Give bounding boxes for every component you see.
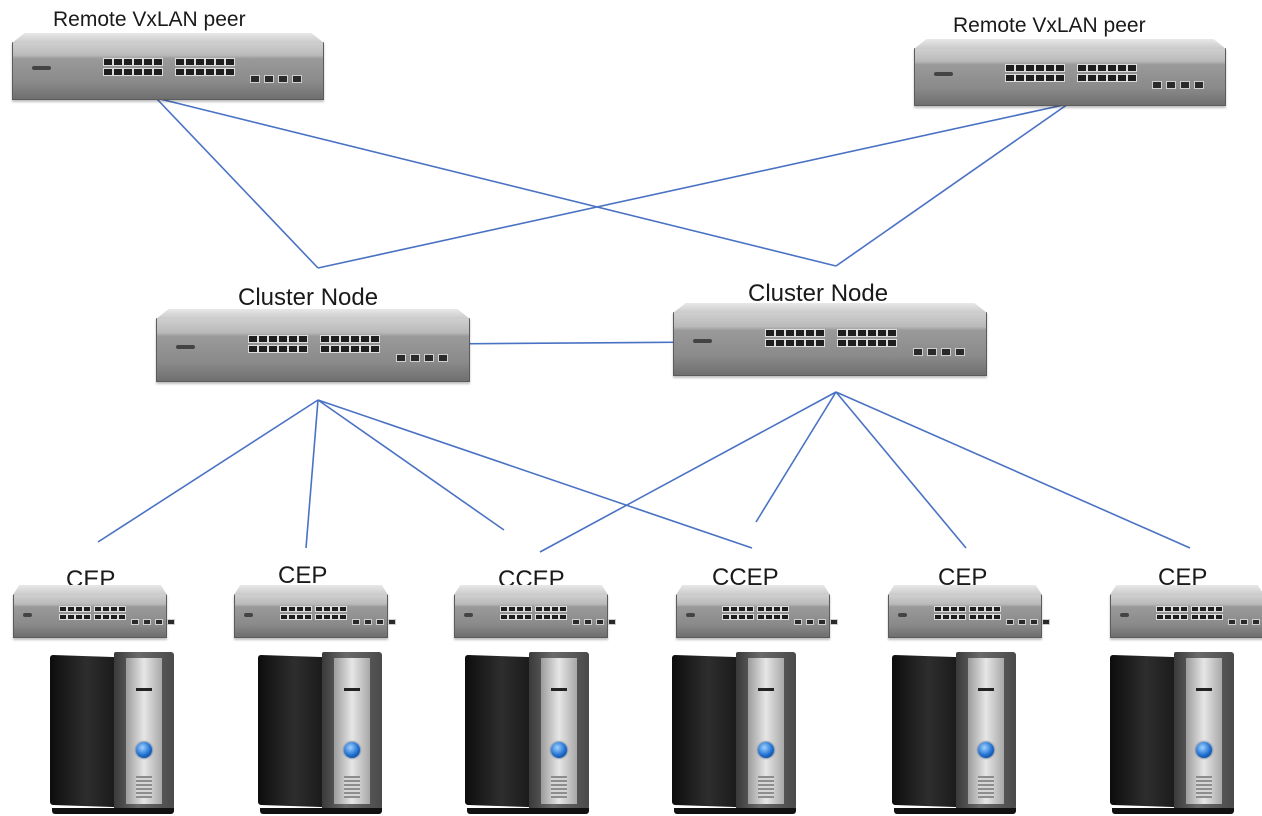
power-button-icon	[1196, 742, 1212, 758]
server-tower-3[interactable]	[465, 652, 591, 814]
link-remote-left-cluster-right	[155, 97, 837, 267]
remote-peer-switch-left[interactable]	[12, 33, 324, 100]
link-cluster-left-edge-1	[97, 399, 319, 543]
server-tower-2[interactable]	[258, 652, 384, 814]
cluster-node-label-right: Cluster Node	[748, 280, 889, 307]
link-cluster-left-edge-4	[317, 399, 753, 549]
remote-peer-label-right: Remote VxLAN peer	[953, 14, 1146, 37]
link-cluster-left-edge-2	[305, 399, 319, 549]
link-remote-right-cluster-left	[317, 103, 1069, 269]
edge-switch-5[interactable]	[888, 585, 1050, 638]
power-button-icon	[978, 742, 994, 758]
edge-switch-1[interactable]	[13, 585, 175, 638]
power-button-icon	[344, 742, 360, 758]
edge-switch-4[interactable]	[676, 585, 838, 638]
power-button-icon	[758, 742, 774, 758]
edge-switch-6[interactable]	[1110, 585, 1262, 638]
link-remote-right-cluster-right	[835, 103, 1069, 267]
edge-switch-3[interactable]	[454, 585, 616, 638]
remote-peer-switch-right[interactable]	[914, 39, 1226, 106]
link-cluster-left-cluster-right	[435, 341, 711, 345]
link-cluster-right-edge-3	[539, 391, 837, 553]
power-button-icon	[551, 742, 567, 758]
edge-label-2: CEP	[278, 562, 328, 589]
link-remote-left-cluster-left	[155, 97, 319, 269]
power-button-icon	[136, 742, 152, 758]
cluster-node-switch-left[interactable]	[156, 309, 470, 382]
link-cluster-right-edge-4	[755, 391, 837, 523]
link-cluster-right-edge-5	[835, 391, 967, 549]
link-cluster-right-edge-6	[835, 391, 1191, 549]
link-cluster-left-edge-3	[317, 399, 505, 531]
remote-peer-label-left: Remote VxLAN peer	[53, 8, 246, 31]
cluster-node-switch-right[interactable]	[673, 303, 987, 376]
server-tower-4[interactable]	[672, 652, 798, 814]
server-tower-6[interactable]	[1110, 652, 1236, 814]
edge-switch-2[interactable]	[234, 585, 396, 638]
server-tower-5[interactable]	[892, 652, 1018, 814]
server-tower-1[interactable]	[50, 652, 176, 814]
cluster-node-label-left: Cluster Node	[238, 284, 379, 311]
